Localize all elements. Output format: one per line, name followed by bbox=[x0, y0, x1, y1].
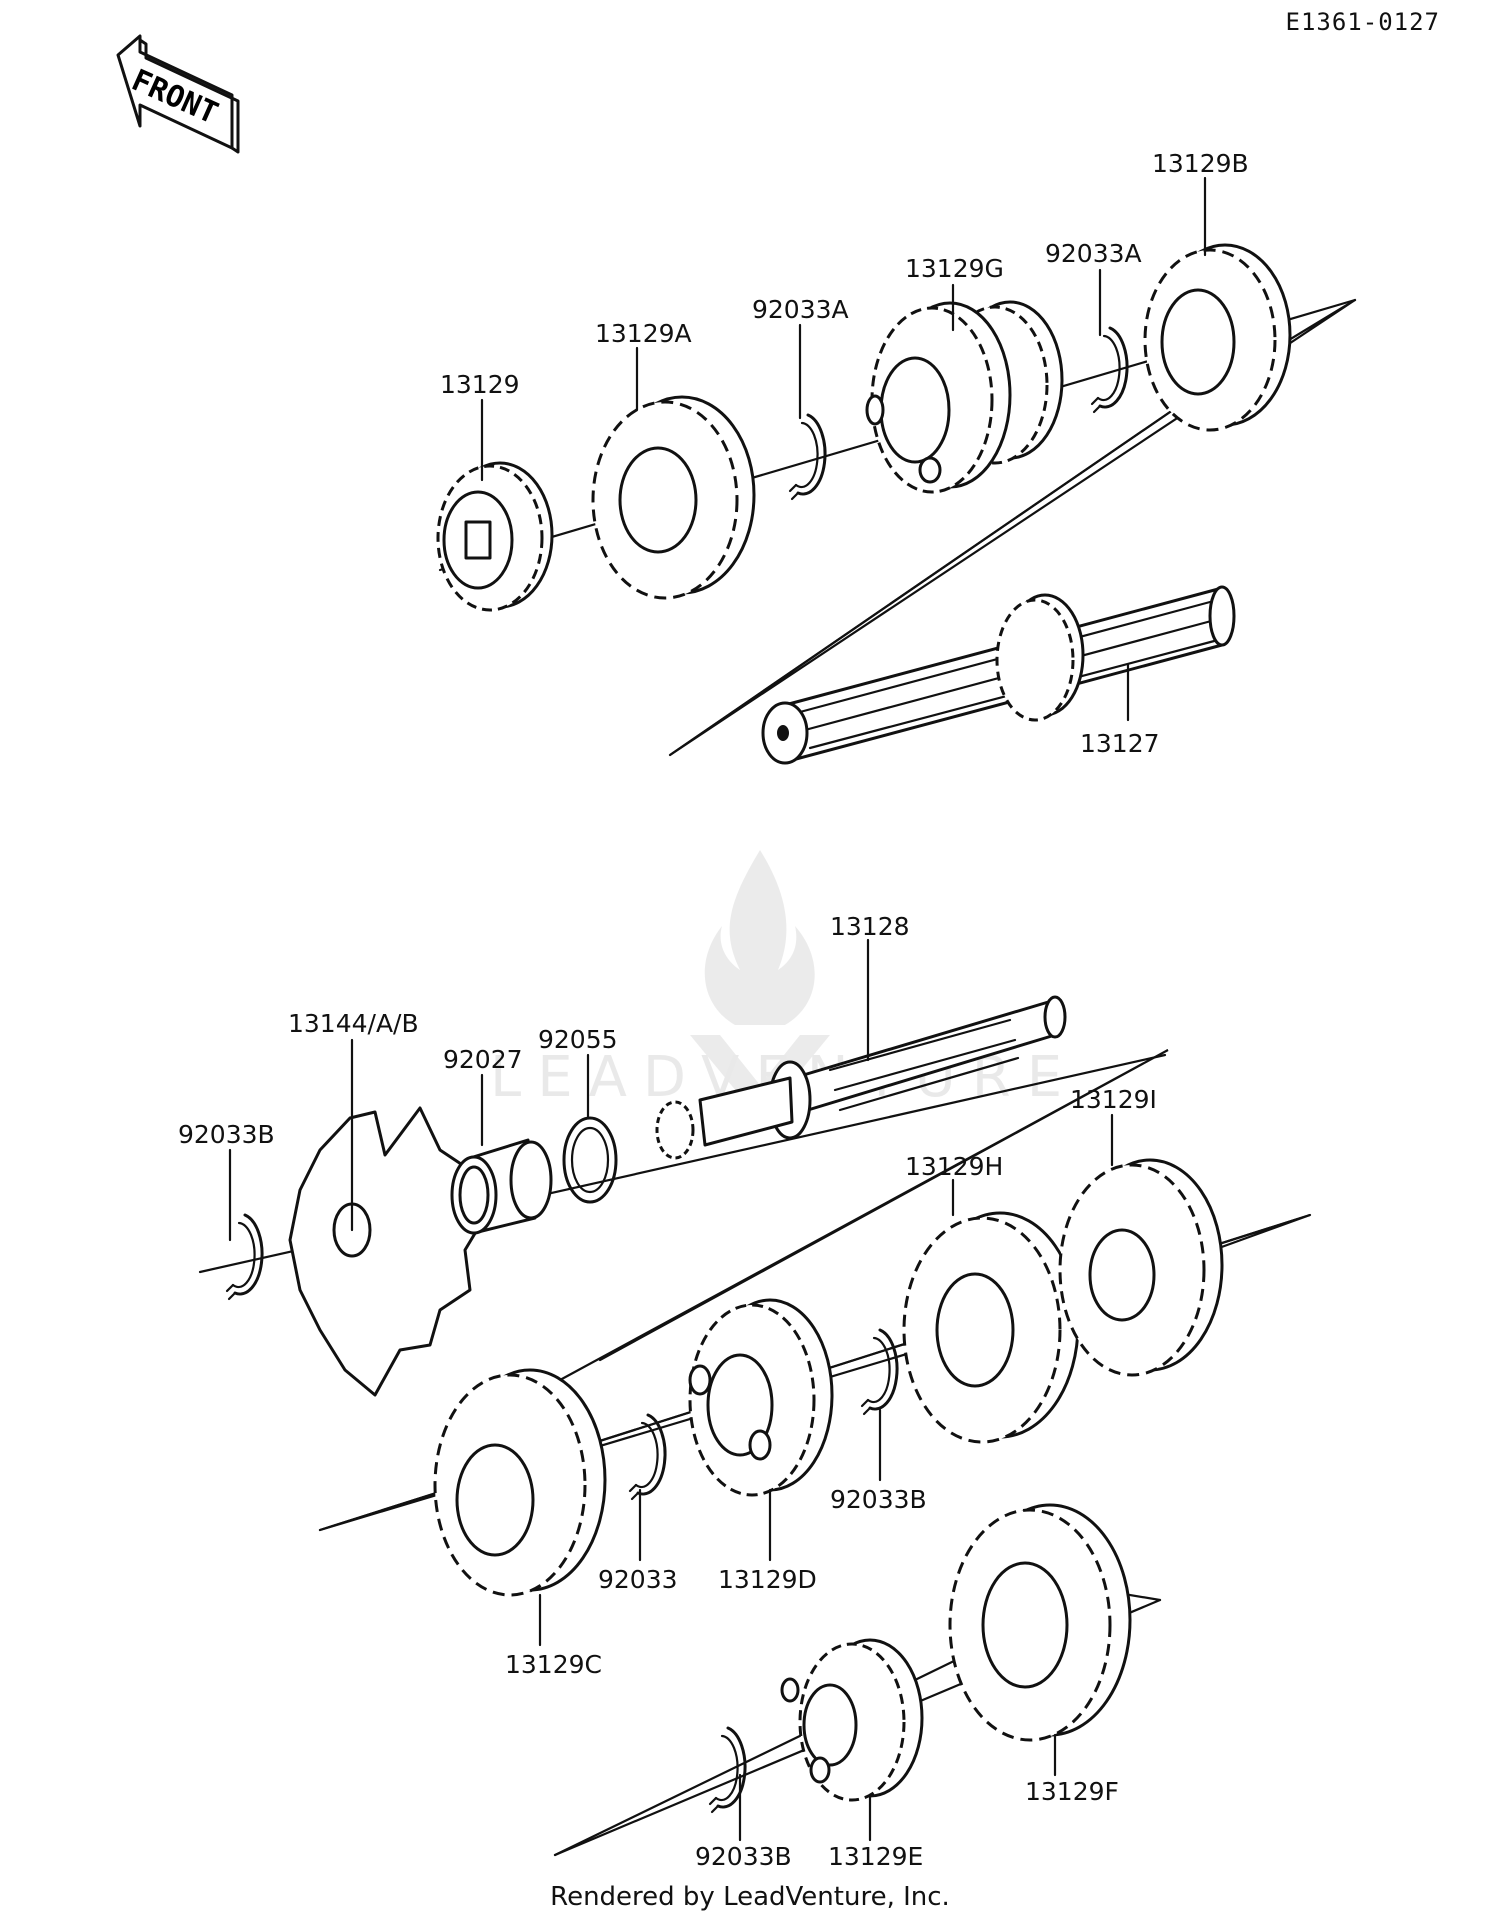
lower-assembly bbox=[198, 938, 1312, 1857]
circlip-92033B-2 bbox=[860, 1328, 899, 1416]
label-92055: 92055 bbox=[538, 1025, 618, 1054]
label-13127: 13127 bbox=[1080, 729, 1160, 758]
circlip-92033A-2 bbox=[1090, 326, 1129, 414]
label-13129I: 13129I bbox=[1070, 1085, 1157, 1114]
label-92033B-1: 92033B bbox=[178, 1120, 275, 1149]
label-92033: 92033 bbox=[598, 1565, 678, 1594]
gear-13129I bbox=[1058, 1158, 1224, 1377]
ring-92055 bbox=[562, 1116, 618, 1204]
circlip-92033 bbox=[628, 1413, 667, 1501]
gear-13129G bbox=[865, 300, 1064, 494]
gear-13129A bbox=[591, 395, 756, 600]
circlip-92033B-1 bbox=[225, 1213, 264, 1301]
gear-13129F bbox=[948, 1503, 1132, 1742]
label-92027: 92027 bbox=[443, 1045, 523, 1074]
label-92033A-1: 92033A bbox=[752, 295, 849, 324]
flame-icon bbox=[690, 850, 830, 1120]
label-13129D: 13129D bbox=[718, 1565, 817, 1594]
upper-assembly bbox=[436, 176, 1357, 765]
diagram-code: E1361-0127 bbox=[1285, 8, 1440, 36]
collar-92027 bbox=[450, 1138, 553, 1235]
gear-13129 bbox=[436, 461, 554, 612]
label-92033B-2: 92033B bbox=[830, 1485, 927, 1514]
gear-13129D bbox=[688, 1298, 834, 1497]
gear-13129H bbox=[902, 1211, 1080, 1444]
label-13129C: 13129C bbox=[505, 1650, 602, 1679]
label-13129E: 13129E bbox=[828, 1842, 923, 1871]
label-13129B: 13129B bbox=[1152, 149, 1249, 178]
part-labels: 13129 13129A 92033A 13129G 92033A 13129B… bbox=[178, 149, 1249, 1871]
gear-13129E bbox=[780, 1638, 924, 1802]
gear-13129B bbox=[1143, 243, 1292, 432]
label-13129F: 13129F bbox=[1025, 1777, 1119, 1806]
label-92033B-3: 92033B bbox=[695, 1842, 792, 1871]
label-13129: 13129 bbox=[440, 370, 520, 399]
gear-13129C bbox=[433, 1368, 607, 1597]
sprocket-13144 bbox=[288, 1106, 482, 1397]
label-13144-A-B: 13144/A/B bbox=[288, 1009, 419, 1038]
label-92033A-2: 92033A bbox=[1045, 239, 1142, 268]
shaft-13127 bbox=[761, 585, 1236, 765]
label-13129A: 13129A bbox=[595, 319, 692, 348]
front-arrow-icon: FRONT bbox=[116, 34, 240, 154]
footer-credit: Rendered by LeadVenture, Inc. bbox=[550, 1882, 950, 1912]
label-13128: 13128 bbox=[830, 912, 910, 941]
shaft-13128 bbox=[655, 995, 1067, 1160]
label-13129G: 13129G bbox=[905, 254, 1004, 283]
label-13129H: 13129H bbox=[905, 1152, 1003, 1181]
